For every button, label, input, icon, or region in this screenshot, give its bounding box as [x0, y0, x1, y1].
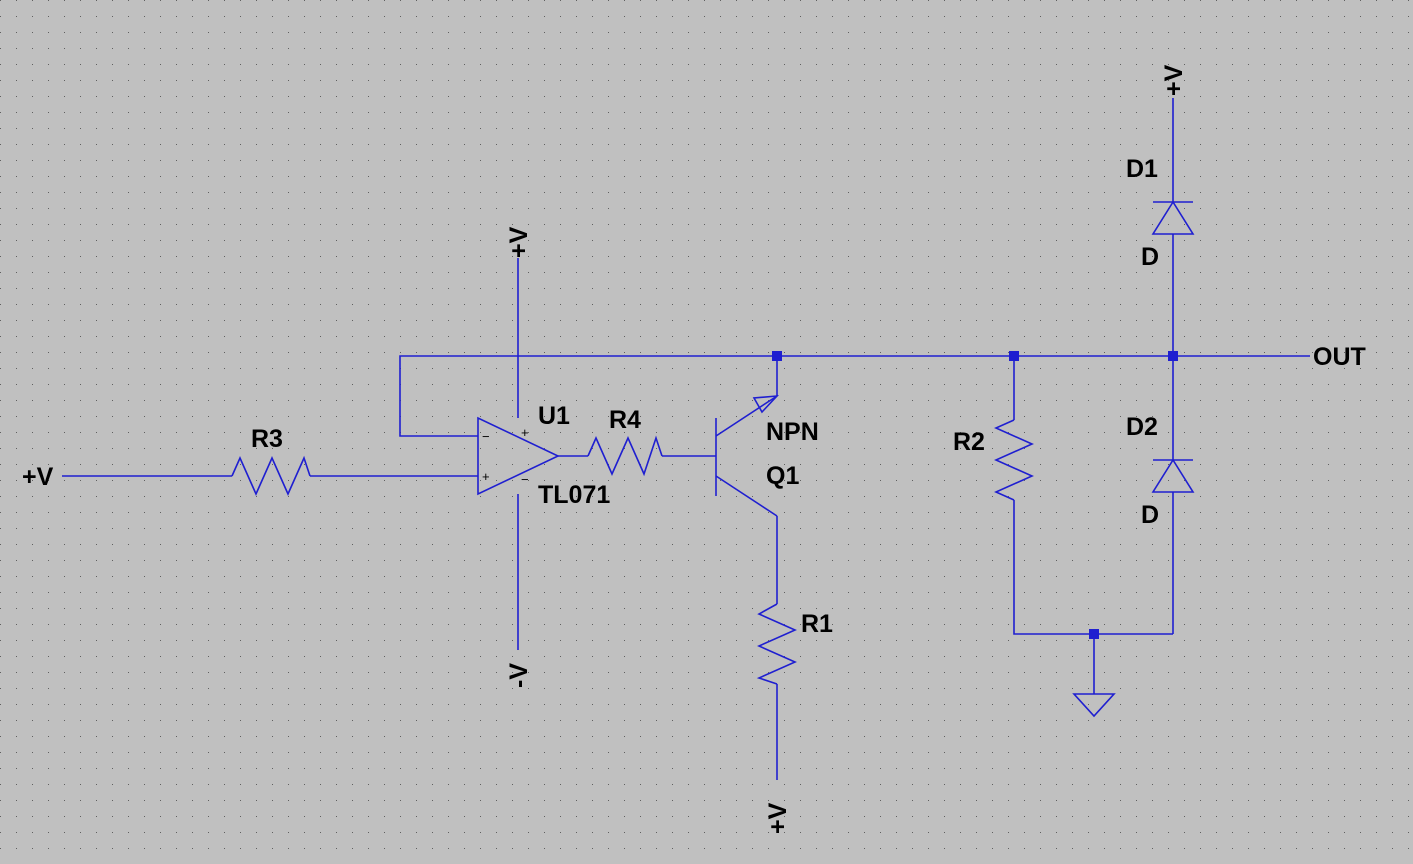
junction-dot — [1089, 629, 1099, 639]
opamp-noninverting-pin-label: + — [482, 469, 490, 484]
wire-r2-bottom[interactable] — [1013, 500, 1173, 635]
transistor-emitter-leg — [715, 395, 778, 437]
transistor-collector-leg — [715, 475, 778, 517]
junctions — [772, 351, 1178, 639]
diode-d2-triangle — [1151, 458, 1195, 493]
resistor-r3-symbol[interactable] — [231, 455, 311, 496]
r4-label: R4 — [609, 406, 641, 434]
junction-dot — [772, 351, 782, 361]
r1-label: R1 — [801, 610, 833, 638]
junction-dot — [1009, 351, 1019, 361]
resistor-r1-symbol[interactable] — [756, 603, 797, 685]
resistor-r4-symbol[interactable] — [587, 435, 663, 477]
d2-value-label: D — [1141, 501, 1159, 529]
r3-label: R3 — [251, 425, 283, 453]
q1-value-label: NPN — [766, 418, 819, 446]
opamp-vminus-flag[interactable]: -V — [505, 663, 533, 688]
junction-dot — [1168, 351, 1178, 361]
wires — [62, 98, 1310, 780]
port-input-label[interactable]: +V — [22, 463, 54, 491]
r1-supply-flag[interactable]: +V — [764, 802, 792, 834]
u1-label: U1 — [538, 402, 570, 430]
transistor-q1-symbol[interactable] — [715, 395, 780, 517]
d1-supply-flag[interactable]: +V — [1160, 64, 1188, 96]
d1-label: D1 — [1126, 155, 1158, 183]
d2-label: D2 — [1126, 413, 1158, 441]
diode-d2-symbol[interactable] — [1151, 458, 1195, 493]
opamp-vplus-pin-label: + — [521, 425, 529, 440]
wire-feedback[interactable] — [399, 355, 777, 437]
resistor-r2-symbol[interactable] — [994, 419, 1034, 501]
q1-label: Q1 — [766, 462, 799, 490]
opamp-inverting-pin-label: − — [482, 429, 490, 444]
opamp-body — [477, 416, 560, 496]
diode-d1-symbol[interactable] — [1151, 200, 1195, 235]
d1-value-label: D — [1141, 243, 1159, 271]
ground-icon[interactable] — [1072, 693, 1116, 718]
opamp-vminus-pin-label: − — [521, 472, 529, 487]
diode-d1-triangle — [1151, 200, 1195, 235]
opamp-u1-symbol[interactable]: − + + − — [477, 416, 560, 496]
transistor-emitter-arrow — [752, 395, 780, 414]
u1-value-label: TL071 — [538, 481, 610, 509]
r2-label: R2 — [953, 428, 985, 456]
port-output-label[interactable]: OUT — [1313, 343, 1366, 371]
opamp-vplus-flag[interactable]: +V — [505, 226, 533, 258]
